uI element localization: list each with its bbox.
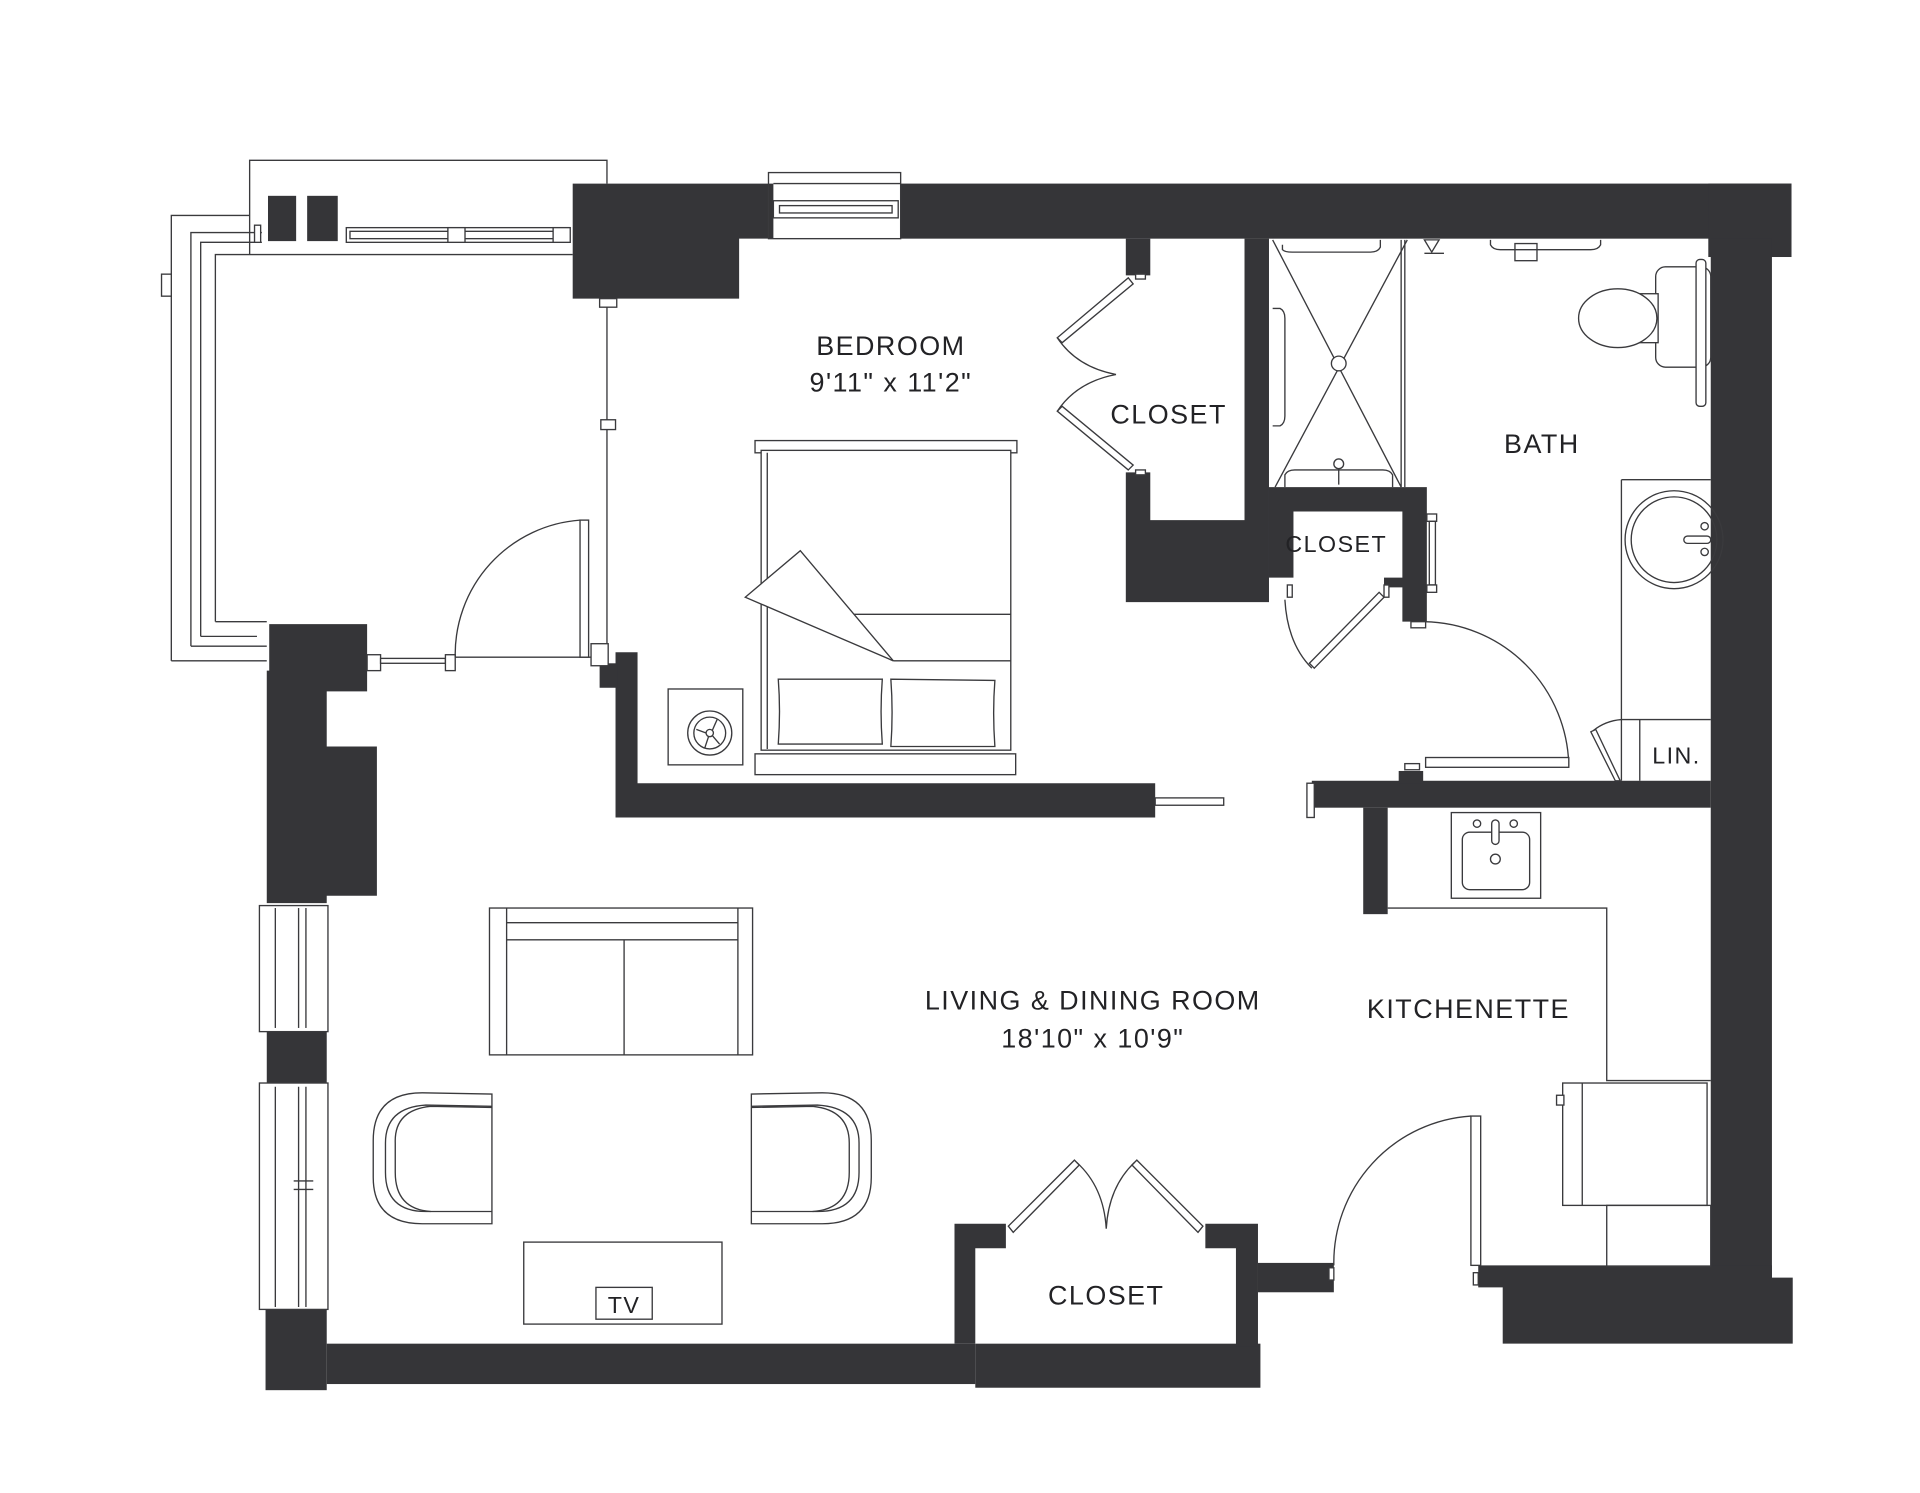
kitchen-sink	[1450, 811, 1542, 899]
tv-stand: TV	[523, 1241, 723, 1325]
balcony	[160, 159, 608, 662]
living-closet: CLOSET	[1007, 1159, 1204, 1311]
refrigerator	[1555, 1082, 1712, 1268]
living-closet-label: CLOSET	[1048, 1281, 1164, 1311]
kitchenette-label: KITCHENETTE	[1367, 994, 1570, 1024]
bedroom: BEDROOM 9'11" x 11'2"	[667, 331, 1225, 806]
armchair-right	[750, 1092, 872, 1225]
armchair-left	[372, 1092, 493, 1225]
entry-door	[1328, 1115, 1482, 1286]
bath-closet: CLOSET	[1284, 513, 1438, 670]
windows	[258, 171, 902, 1311]
bedroom-label: BEDROOM	[816, 331, 965, 361]
bedroom-closet: CLOSET	[1056, 273, 1226, 476]
living-dining-room: TV LIVING & DINING ROOM 18'10" x 10'9"	[372, 907, 1261, 1325]
sofa	[488, 907, 754, 1056]
balcony-doors	[366, 297, 618, 672]
fan-unit	[667, 688, 744, 766]
living-dimensions: 18'10" x 10'9"	[1001, 1024, 1184, 1054]
bath-label: BATH	[1504, 429, 1580, 459]
tv-label: TV	[608, 1292, 641, 1318]
kitchenette: KITCHENETTE	[1306, 782, 1712, 1286]
bath: LIN. BATH	[1404, 239, 1724, 782]
vanity-sink	[1620, 479, 1724, 781]
living-label: LIVING & DINING ROOM	[925, 986, 1261, 1016]
bed	[743, 439, 1018, 776]
walls	[265, 183, 1793, 1391]
bath-closet-label: CLOSET	[1285, 531, 1387, 557]
shower	[1272, 239, 1444, 488]
linen-closet: LIN.	[1589, 718, 1711, 782]
bedroom-closet-label: CLOSET	[1110, 399, 1226, 429]
toilet	[1577, 258, 1712, 407]
linen-label: LIN.	[1652, 743, 1701, 769]
bedroom-dimensions: 9'11" x 11'2"	[810, 368, 973, 398]
